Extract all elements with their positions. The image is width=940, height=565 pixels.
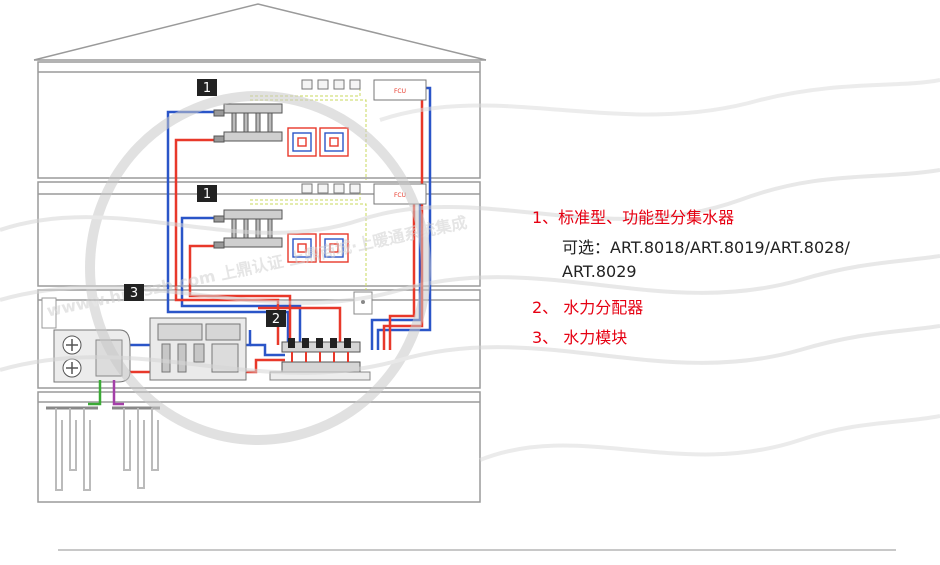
manifold-lower bbox=[213, 209, 283, 249]
divider bbox=[58, 549, 896, 551]
fcu-unit-upper: FCU bbox=[373, 79, 427, 101]
callout-badge: 3 bbox=[124, 284, 144, 301]
thermostats bbox=[301, 79, 361, 194]
manifold-upper bbox=[213, 103, 283, 143]
callout-number: 1 bbox=[203, 187, 211, 202]
basement-pipes bbox=[46, 380, 160, 491]
legend-item-2: 2、 水力分配器 bbox=[532, 298, 644, 317]
callout-number: 1 bbox=[203, 81, 211, 96]
fcu-unit-lower: FCU bbox=[373, 183, 427, 205]
house-outline bbox=[33, 3, 487, 503]
fcu-label: FCU bbox=[394, 88, 406, 95]
legend-item-3: 3、 水力模块 bbox=[532, 328, 628, 347]
callout-number: 3 bbox=[130, 286, 138, 301]
fcu-label: FCU bbox=[394, 192, 406, 199]
legend-item-1-options-cont: ART.8029 bbox=[562, 262, 637, 281]
callout-badge: 1 bbox=[197, 185, 217, 202]
callout-number: 2 bbox=[272, 312, 280, 327]
callout-badge: 1 bbox=[197, 79, 217, 96]
watermark: wwww.hnbszb.com 上鼎认证 上鼎商城·上暖通系统集成 bbox=[0, 78, 940, 462]
legend-item-1-options: 可选：ART.8018/ART.8019/ART.8028/ bbox=[562, 238, 850, 257]
hydraulic-module bbox=[149, 317, 247, 381]
legend-item-1: 1、标准型、功能型分集水器 bbox=[532, 208, 735, 227]
floor-coils bbox=[287, 127, 349, 263]
callout-badge: 2 bbox=[266, 310, 286, 327]
